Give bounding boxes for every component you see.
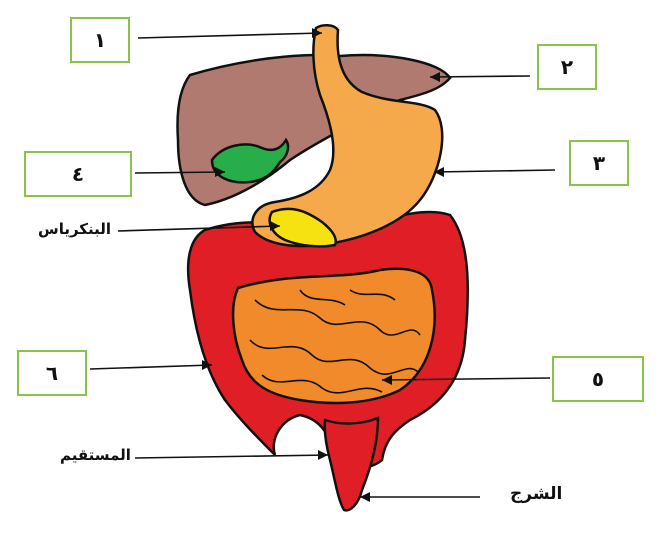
label-box-4-text: ٤ xyxy=(71,162,85,186)
pancreas-label: البنكرياس xyxy=(38,220,112,238)
label-box-3-text: ٣ xyxy=(592,151,606,175)
rectum xyxy=(323,416,380,512)
label-box-1: ١ xyxy=(70,17,130,63)
label-box-1-text: ١ xyxy=(93,28,107,52)
arrowheads xyxy=(202,28,444,502)
label-box-2: ٢ xyxy=(537,44,597,90)
label-box-5: ٥ xyxy=(552,356,644,402)
anus-label: الشرج xyxy=(510,484,563,504)
label-box-6-text: ٦ xyxy=(45,361,59,385)
leader-lines xyxy=(89,32,556,498)
small-intestine-folds xyxy=(249,289,421,394)
gallbladder xyxy=(210,137,290,184)
label-box-5-text: ٥ xyxy=(591,367,605,391)
label-box-4: ٤ xyxy=(24,151,132,197)
small-intestine xyxy=(231,267,436,405)
label-box-6: ٦ xyxy=(17,350,87,396)
label-box-3: ٣ xyxy=(569,140,629,186)
pancreas xyxy=(268,207,337,248)
rectum-label: المستقيم xyxy=(60,446,131,464)
label-box-2-text: ٢ xyxy=(560,55,574,79)
